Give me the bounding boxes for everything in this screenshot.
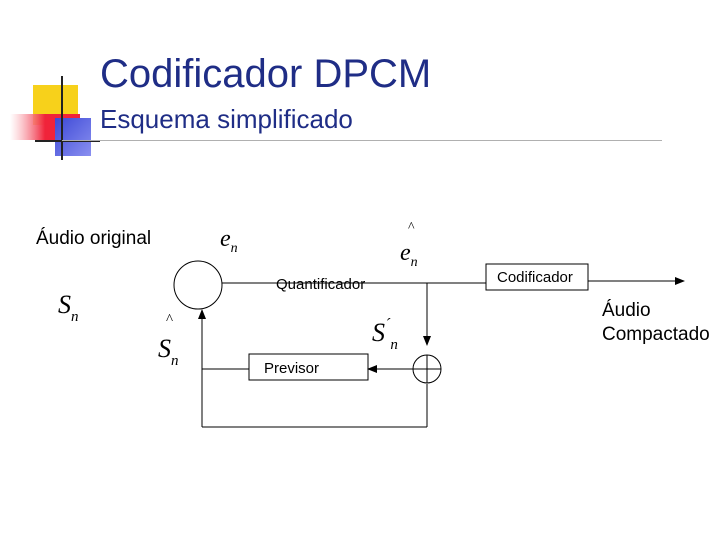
error-symbol-sub: n [230,241,238,256]
input-symbol: Sn [58,290,79,325]
quantized-error-base: e [400,240,411,266]
predictor-label: Previsor [264,360,320,377]
error-symbol-base: e [220,226,231,252]
page-subtitle: Esquema simplificado [100,104,353,134]
predictor-block [248,353,369,381]
title-underline [62,140,662,141]
quantized-error-hat: ^ [408,220,415,235]
error-symbol: en [220,226,238,256]
predicted-symbol-base: S [158,334,171,363]
quantized-error-symbol: en [400,240,418,270]
input-label: Áudio original [36,228,152,249]
input-symbol-base: S [58,290,71,319]
quantizer-label: Quantificador [276,276,366,293]
output-label-line2: Compactado [602,324,710,345]
encoder-label: Codificador [497,269,573,286]
predicted-symbol-hat: ^ [166,312,174,328]
encoder-block [485,263,589,291]
decorative-logo [10,76,100,160]
input-symbol-sub: n [71,309,79,325]
output-label-line1: Áudio [602,300,651,321]
reconstructed-symbol: S´ n [372,316,398,353]
predicted-symbol-sub: n [171,353,179,369]
summing-junction [173,260,223,310]
reconstructed-symbol-sub: n [390,337,398,353]
reconstructed-symbol-prime: ´ [385,316,391,333]
quantized-error-sub: n [410,255,418,270]
reconstructed-symbol-base: S [372,318,385,347]
predicted-symbol: Sn [158,334,179,369]
page-title: Codificador DPCM [100,52,432,96]
